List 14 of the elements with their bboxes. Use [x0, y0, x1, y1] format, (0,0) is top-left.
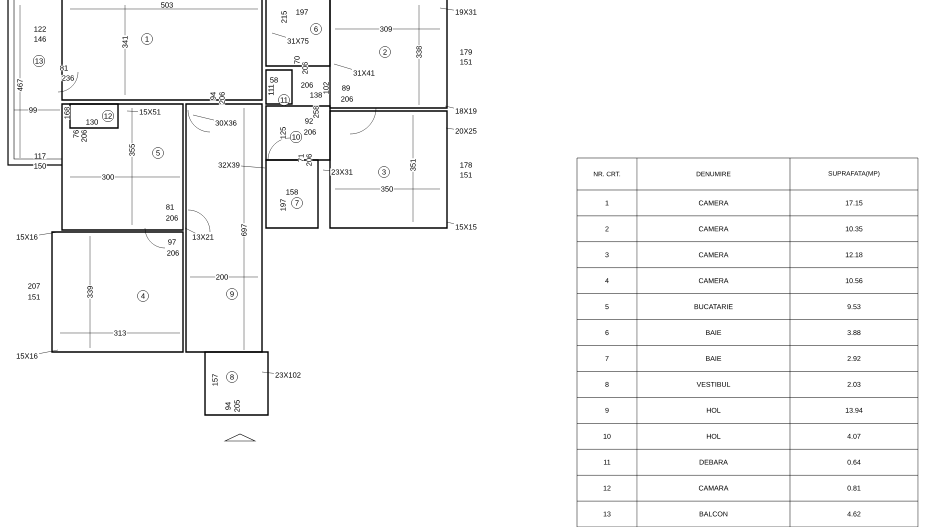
leader-line [240, 166, 266, 168]
leader-line [334, 64, 352, 70]
leader-line [446, 128, 454, 130]
leader-line [272, 32, 286, 38]
leader-line [262, 372, 274, 374]
leader-line [38, 232, 58, 236]
leader-line [126, 110, 138, 112]
leader-line [38, 350, 58, 354]
leader-line [440, 8, 454, 10]
leader-line [192, 114, 214, 120]
leader-line [322, 170, 330, 171]
leader-line [444, 106, 454, 108]
leader-line [446, 222, 454, 224]
leader-line [184, 228, 196, 234]
